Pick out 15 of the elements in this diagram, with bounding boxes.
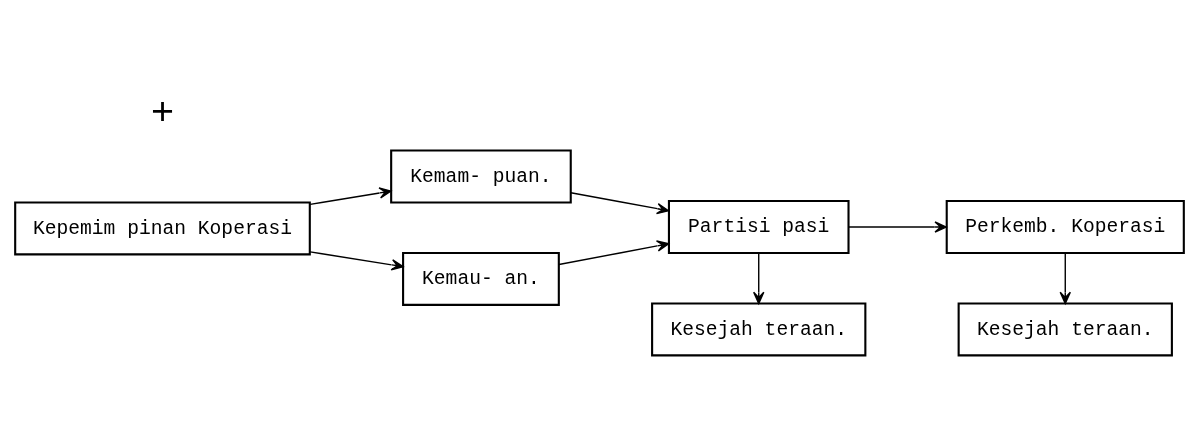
arrow (309, 250, 404, 271)
node-box: Perkemb. Koperasi (945, 199, 1185, 254)
node-box: Kemam- puan. (390, 149, 572, 203)
node-box: Kesejah teraan. (957, 301, 1173, 356)
arrow (309, 186, 392, 205)
arrow (570, 191, 670, 214)
arrow (848, 220, 947, 233)
arrow (752, 252, 765, 304)
node-box: Kepemim pinan Koperasi (14, 200, 311, 255)
arrow (558, 239, 670, 265)
node-box: Kemau- an. (402, 251, 560, 306)
node-box: Kesejah teraan. (651, 301, 867, 356)
node-box: Partisi pasi (667, 199, 850, 254)
arrow (1059, 252, 1071, 304)
label: + (150, 90, 175, 136)
